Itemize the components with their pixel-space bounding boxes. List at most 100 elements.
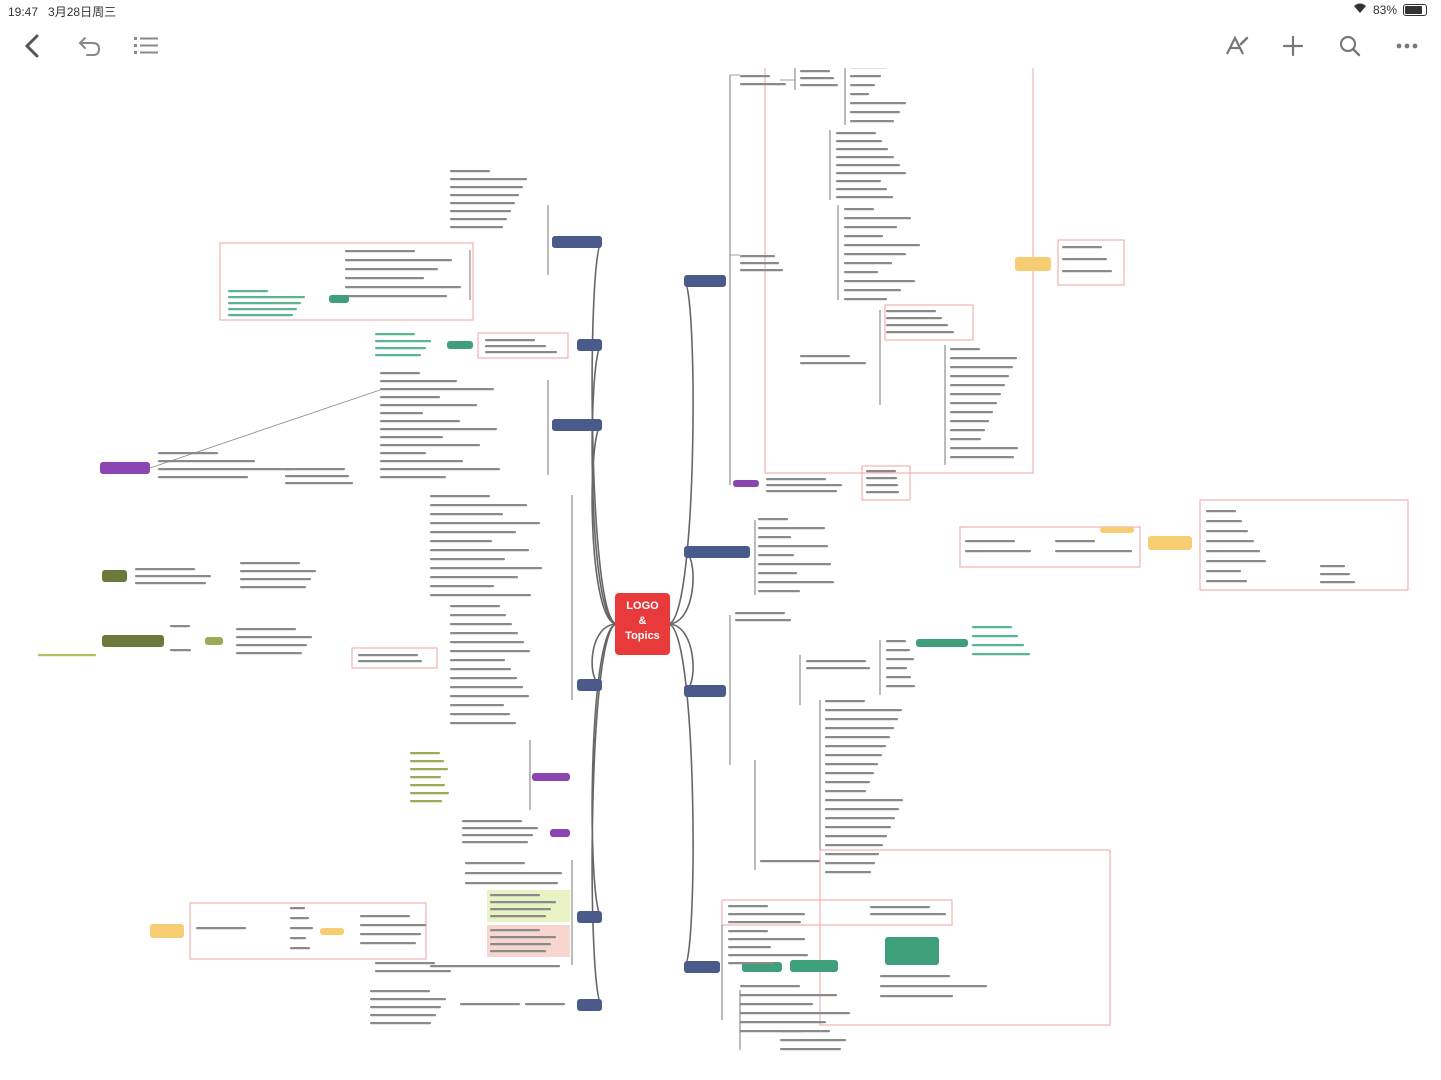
battery-fill [1405,6,1422,14]
subtopic-pill[interactable] [150,924,184,938]
branch-topic[interactable] [684,546,750,558]
branch-topic[interactable] [552,419,602,431]
subtopic-line [196,927,246,930]
branch-link [591,424,618,625]
subtopic-line [490,950,546,953]
branch-topic-box[interactable] [577,911,602,923]
subtopic-pill[interactable] [1015,257,1051,271]
branch-topic[interactable] [684,275,726,287]
subtopic-pill[interactable] [102,635,164,647]
subtopic-line [825,727,894,730]
subtopic-line [158,460,255,463]
branch-topic-box[interactable] [577,339,602,351]
subtopic-line [844,208,874,211]
subtopic-line [485,339,535,342]
subtopic-line [450,650,530,653]
subtopic-line [450,194,519,197]
subtopic-line [1320,573,1350,576]
subtopic-line [1055,540,1095,543]
subtopic-line [844,262,892,265]
root-topic-label: LOGO&Topics [625,600,660,642]
branch-topic-box[interactable] [552,236,602,248]
root-topic-box[interactable] [615,593,670,655]
subtopic-pill[interactable] [532,773,570,781]
subtopic-line [490,894,540,897]
subtopic-line [450,632,518,635]
subtopic-pill[interactable] [1100,527,1134,533]
subtopic-line [836,196,893,199]
add-button[interactable] [1271,24,1315,68]
subtopic-line [825,772,874,775]
subtopic-line [825,871,871,874]
subtopic-line [836,164,900,167]
branch-topic-box[interactable] [684,685,726,697]
subtopic-pill[interactable] [100,462,150,474]
branch-topic[interactable] [577,999,602,1011]
subtopic-line [950,447,1018,450]
subtopic-line [38,654,96,657]
subtopic-pill[interactable] [1148,536,1192,550]
subtopic-pill[interactable] [790,960,838,972]
subtopic-line [758,536,791,539]
subtopic-pill[interactable] [550,829,570,837]
outline-button[interactable] [124,24,168,68]
branch-topic[interactable] [684,961,720,973]
subtopic-line [525,1003,565,1006]
subtopic-line [800,355,850,358]
branch-topic[interactable] [577,911,602,923]
mindmap-canvas[interactable]: LOGO&Topics [0,68,1441,1080]
subtopic-link [149,389,381,469]
subtopic-pill[interactable] [329,295,349,303]
more-button[interactable] [1385,24,1429,68]
subtopic-pill[interactable] [916,639,968,647]
root-topic[interactable]: LOGO&Topics [615,593,670,655]
subtopic-line [430,558,505,561]
subtopic-line [228,290,268,293]
subtopic-line [836,180,881,183]
subtopic-line [825,781,870,784]
subtopic-line [758,590,800,593]
undo-button[interactable] [68,24,112,68]
subtopic-line [880,985,987,988]
branch-topic[interactable] [684,685,726,697]
branch-topic-box[interactable] [684,546,750,558]
branch-link [667,623,694,968]
subtopic-pill[interactable] [742,962,782,972]
subtopic-line [345,295,447,298]
subtopic-line [450,641,524,644]
search-button[interactable] [1328,24,1372,68]
subtopic-line [410,800,442,803]
subtopic-line [380,412,423,415]
subtopic-line [430,576,518,579]
branch-topic[interactable] [577,679,602,691]
subtopic-line [410,784,445,787]
subtopic-line [450,695,529,698]
subtopic-line [825,745,886,748]
back-button[interactable] [10,24,54,68]
subtopic-pill[interactable] [102,570,127,582]
branch-topic-box[interactable] [577,999,602,1011]
subtopic-pill[interactable] [885,937,939,965]
subtopic-line [825,844,883,847]
format-button[interactable] [1214,24,1258,68]
subtopic-line [430,513,503,516]
branch-topic[interactable] [577,339,602,351]
subtopic-pill[interactable] [320,928,344,935]
subtopic-line [950,402,997,405]
subtopic-line [360,942,416,945]
subtopic-line [728,938,805,941]
branch-topic-box[interactable] [552,419,602,431]
branch-topic[interactable] [552,236,602,248]
subtopic-line [1062,246,1102,249]
subtopic-line [758,563,831,566]
subtopic-pill[interactable] [205,637,223,645]
subtopic-pill[interactable] [733,480,759,487]
branch-topic-box[interactable] [577,679,602,691]
mindmap-nodes: LOGO&Topics [552,236,750,1011]
branch-topic-box[interactable] [684,275,726,287]
branch-topic-box[interactable] [684,961,720,973]
subtopic-line [370,1014,436,1017]
subtopic-pill[interactable] [447,341,473,349]
subtopic-line [236,644,307,647]
subtopic-line [410,776,441,779]
